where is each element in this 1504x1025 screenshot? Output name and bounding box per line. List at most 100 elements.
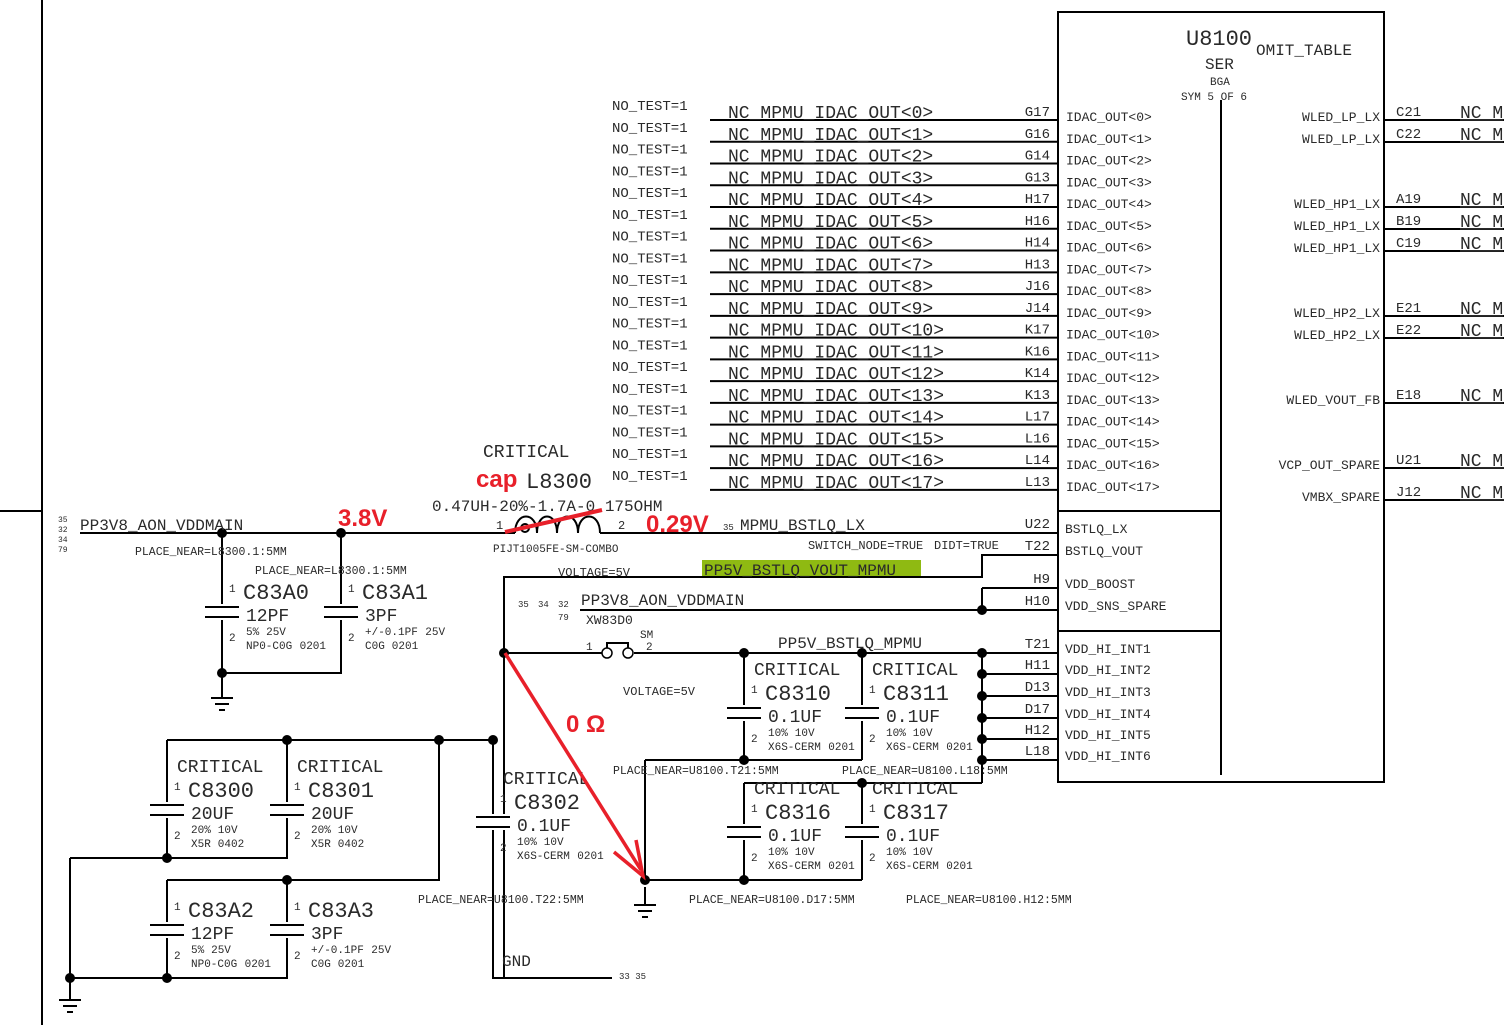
ground-icon xyxy=(211,697,233,711)
capacitor-value-label: 0.1UF xyxy=(886,827,940,847)
pin-number: 2 xyxy=(229,633,236,645)
arrow-head-icon xyxy=(612,839,646,881)
cap-wire xyxy=(222,533,342,674)
pin-label: VDD_HI_INT3 xyxy=(1065,685,1151,700)
jumper-ref-label: XW83D0 xyxy=(586,613,633,628)
pin-number: U22 xyxy=(1025,517,1050,533)
chip-u8100-body xyxy=(1057,11,1385,783)
no-test-label: NO_TEST=1 xyxy=(612,360,688,376)
capacitor-dielectric: X6S-CERM xyxy=(886,861,939,873)
pin-number: T22 xyxy=(1025,539,1050,555)
capacitor-size: 0201 xyxy=(946,742,973,754)
pin-label: IDAC_OUT<6> xyxy=(1066,241,1152,256)
net-label: GND xyxy=(502,953,531,971)
inductor-ref-label: L8300 xyxy=(526,470,592,495)
capacitor-voltage: 25V xyxy=(425,627,445,639)
no-test-label: NO_TEST=1 xyxy=(612,99,688,115)
pin-number: H14 xyxy=(1025,236,1050,252)
nc-net-label: NC_M xyxy=(1460,322,1503,342)
pin-label: VCP_OUT_SPARE xyxy=(1279,458,1381,473)
no-test-label: NO_TEST=1 xyxy=(612,295,688,311)
pin-number: G17 xyxy=(1025,105,1050,121)
pin-label: VDD_HI_INT4 xyxy=(1065,707,1151,722)
pin-number: B19 xyxy=(1396,214,1421,230)
pin-label: VDD_HI_INT5 xyxy=(1065,728,1151,743)
capacitor-icon xyxy=(205,606,239,618)
capacitor-voltage: 10V xyxy=(544,837,564,849)
pin-number: 2 xyxy=(646,642,653,654)
place-near-note: PLACE_NEAR=U8100.H12:5MM xyxy=(906,894,1072,907)
capacitor-tolerance: 10% xyxy=(886,847,906,859)
chip-sym-label: SYM 5 OF 6 xyxy=(1181,92,1247,104)
jumper-bridge xyxy=(606,642,629,648)
critical-label: CRITICAL xyxy=(483,443,569,463)
capacitor-voltage: 10V xyxy=(795,847,815,859)
junction-dot xyxy=(977,755,987,765)
no-test-label: NO_TEST=1 xyxy=(612,404,688,420)
junction-dot xyxy=(977,691,987,701)
idac-net-label: NC_MPMU_IDAC_OUT<10> xyxy=(728,322,944,342)
idac-net-label: NC_MPMU_IDAC_OUT<0> xyxy=(728,104,933,124)
pin-number: L18 xyxy=(1025,744,1050,760)
junction-dot xyxy=(977,734,987,744)
net-label: PP5V_BSTLQ_MPMU xyxy=(778,635,922,653)
junction-dot xyxy=(977,713,987,723)
page-ref: 32 xyxy=(558,600,569,610)
pin-label: WLED_HP2_LX xyxy=(1294,306,1380,321)
pin-label: BSTLQ_VOUT xyxy=(1065,544,1143,559)
ground-icon xyxy=(59,999,81,1013)
capacitor-dielectric: NP0-C0G xyxy=(246,641,292,653)
critical-label: CRITICAL xyxy=(297,758,383,778)
capacitor-dielectric: X5R xyxy=(191,839,211,851)
capacitor-tolerance: 10% xyxy=(768,847,788,859)
critical-label: CRITICAL xyxy=(872,661,958,681)
jumper-pad xyxy=(601,647,613,659)
pin-number: K14 xyxy=(1025,366,1050,382)
pin-number: G13 xyxy=(1025,170,1050,186)
pin-number: 1 xyxy=(496,519,503,533)
capacitor-tolerance: 5% xyxy=(191,945,205,957)
cap-wire xyxy=(70,880,288,979)
capacitor-value-label: 20UF xyxy=(191,805,234,825)
inductor-coil-icon xyxy=(514,515,601,534)
junction-dot xyxy=(977,669,987,679)
pin-label: VMBX_SPARE xyxy=(1302,490,1380,505)
pin-number: 2 xyxy=(348,633,355,645)
capacitor-dielectric: X6S-CERM xyxy=(768,742,821,754)
pin-label: WLED_VOUT_FB xyxy=(1286,393,1380,408)
no-test-label: NO_TEST=1 xyxy=(612,425,688,441)
pin-number: 2 xyxy=(751,734,758,746)
pin-number: G16 xyxy=(1025,127,1050,143)
pin-number: C19 xyxy=(1396,236,1421,252)
pin-number: H17 xyxy=(1025,192,1050,208)
pin-number: C22 xyxy=(1396,127,1421,143)
pin-label: WLED_HP1_LX xyxy=(1294,197,1380,212)
pin-label: WLED_LP_LX xyxy=(1302,132,1380,147)
critical-label: CRITICAL xyxy=(503,770,589,790)
cap-wire xyxy=(70,740,288,859)
capacitor-value-label: 20UF xyxy=(311,805,354,825)
idac-net-label: NC_MPMU_IDAC_OUT<12> xyxy=(728,365,944,385)
junction-dot xyxy=(977,648,987,658)
pin-number: 1 xyxy=(751,685,758,697)
pin-number: E18 xyxy=(1396,388,1421,404)
junction-dot xyxy=(739,875,749,885)
pin-label: IDAC_OUT<12> xyxy=(1066,371,1160,386)
capacitor-value-label: 12PF xyxy=(246,607,289,627)
pin-number: 1 xyxy=(229,584,236,596)
junction-dot xyxy=(162,973,172,983)
place-near-note: PLACE_NEAR=U8100.D17:5MM xyxy=(689,894,855,907)
pin-number: 2 xyxy=(294,831,301,843)
pin-label: VDD_HI_INT1 xyxy=(1065,642,1151,657)
capacitor-ref-label: C8300 xyxy=(188,779,254,804)
capacitor-value-label: 3PF xyxy=(365,607,397,627)
capacitor-tolerance: 20% xyxy=(311,825,331,837)
pin-number: H16 xyxy=(1025,214,1050,230)
net-property: DIDT=TRUE xyxy=(934,539,999,553)
capacitor-size: 0201 xyxy=(577,851,604,863)
pin-label: IDAC_OUT<5> xyxy=(1066,219,1152,234)
pin-label: IDAC_OUT<1> xyxy=(1066,132,1152,147)
net-label: PP3V8_AON_VDDMAIN xyxy=(581,592,744,610)
pin-number: T21 xyxy=(1025,637,1050,653)
